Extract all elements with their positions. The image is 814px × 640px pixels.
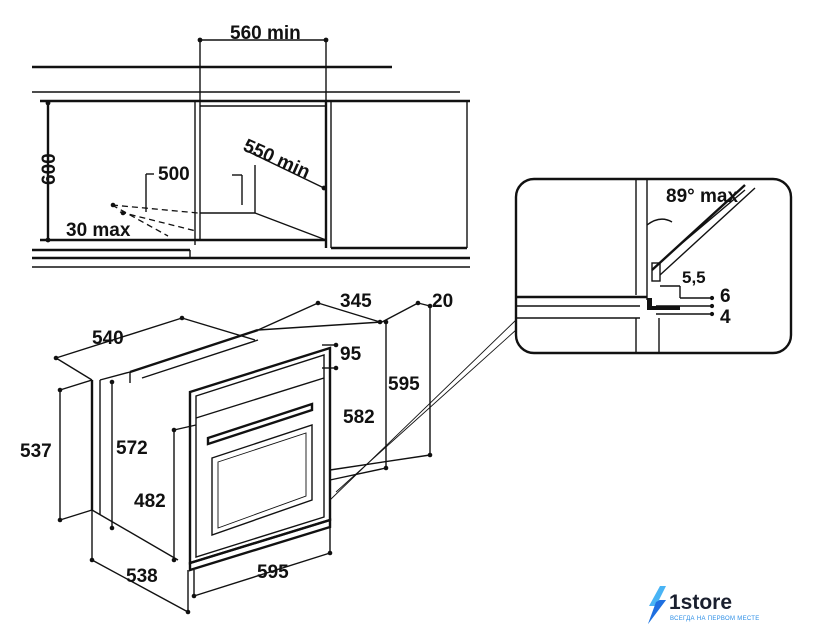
oven-depth-total-label: 540 xyxy=(92,328,124,349)
oven-front-offset-label: 20 xyxy=(432,291,453,312)
oven-panel-height-label: 95 xyxy=(340,344,362,365)
oven-isometric-drawing: 540 345 20 95 595 582 537 572 482 538 59… xyxy=(20,291,453,615)
oven-height-inner-label: 582 xyxy=(343,407,375,428)
vent-depth-label: 500 xyxy=(158,164,190,185)
door-angle-label: 89° max xyxy=(666,186,738,207)
window-height-label: 482 xyxy=(134,491,166,512)
door-detail-inset: 89° max 5,5 6 4 xyxy=(514,177,793,355)
body-height-label: 572 xyxy=(116,438,148,459)
bottom-depth-label: 538 xyxy=(126,566,158,587)
detail-gap-a-label: 5,5 xyxy=(682,268,706,287)
niche-depth-label: 550 min xyxy=(240,135,313,183)
oven-depth-body-label: 345 xyxy=(340,291,372,312)
detail-gap-c-label: 4 xyxy=(720,307,731,328)
oven-height-total-label: 595 xyxy=(388,374,420,395)
detail-gap-b-label: 6 xyxy=(720,286,731,307)
front-width-label: 595 xyxy=(257,562,289,583)
logo-tagline: ВСЕГДА НА ПЕРВОМ МЕСТЕ xyxy=(670,616,760,622)
cabinet-niche-drawing: 560 min 550 min 600 500 30 max xyxy=(32,23,470,268)
side-height-label: 537 xyxy=(20,441,52,462)
niche-height-label: 600 xyxy=(39,153,60,185)
vent-gap-label: 30 max xyxy=(66,220,131,241)
store-logo: 1store ВСЕГДА НА ПЕРВОМ МЕСТЕ xyxy=(648,586,760,624)
logo-name: 1store xyxy=(669,591,732,614)
niche-width-label: 560 min xyxy=(230,23,301,44)
